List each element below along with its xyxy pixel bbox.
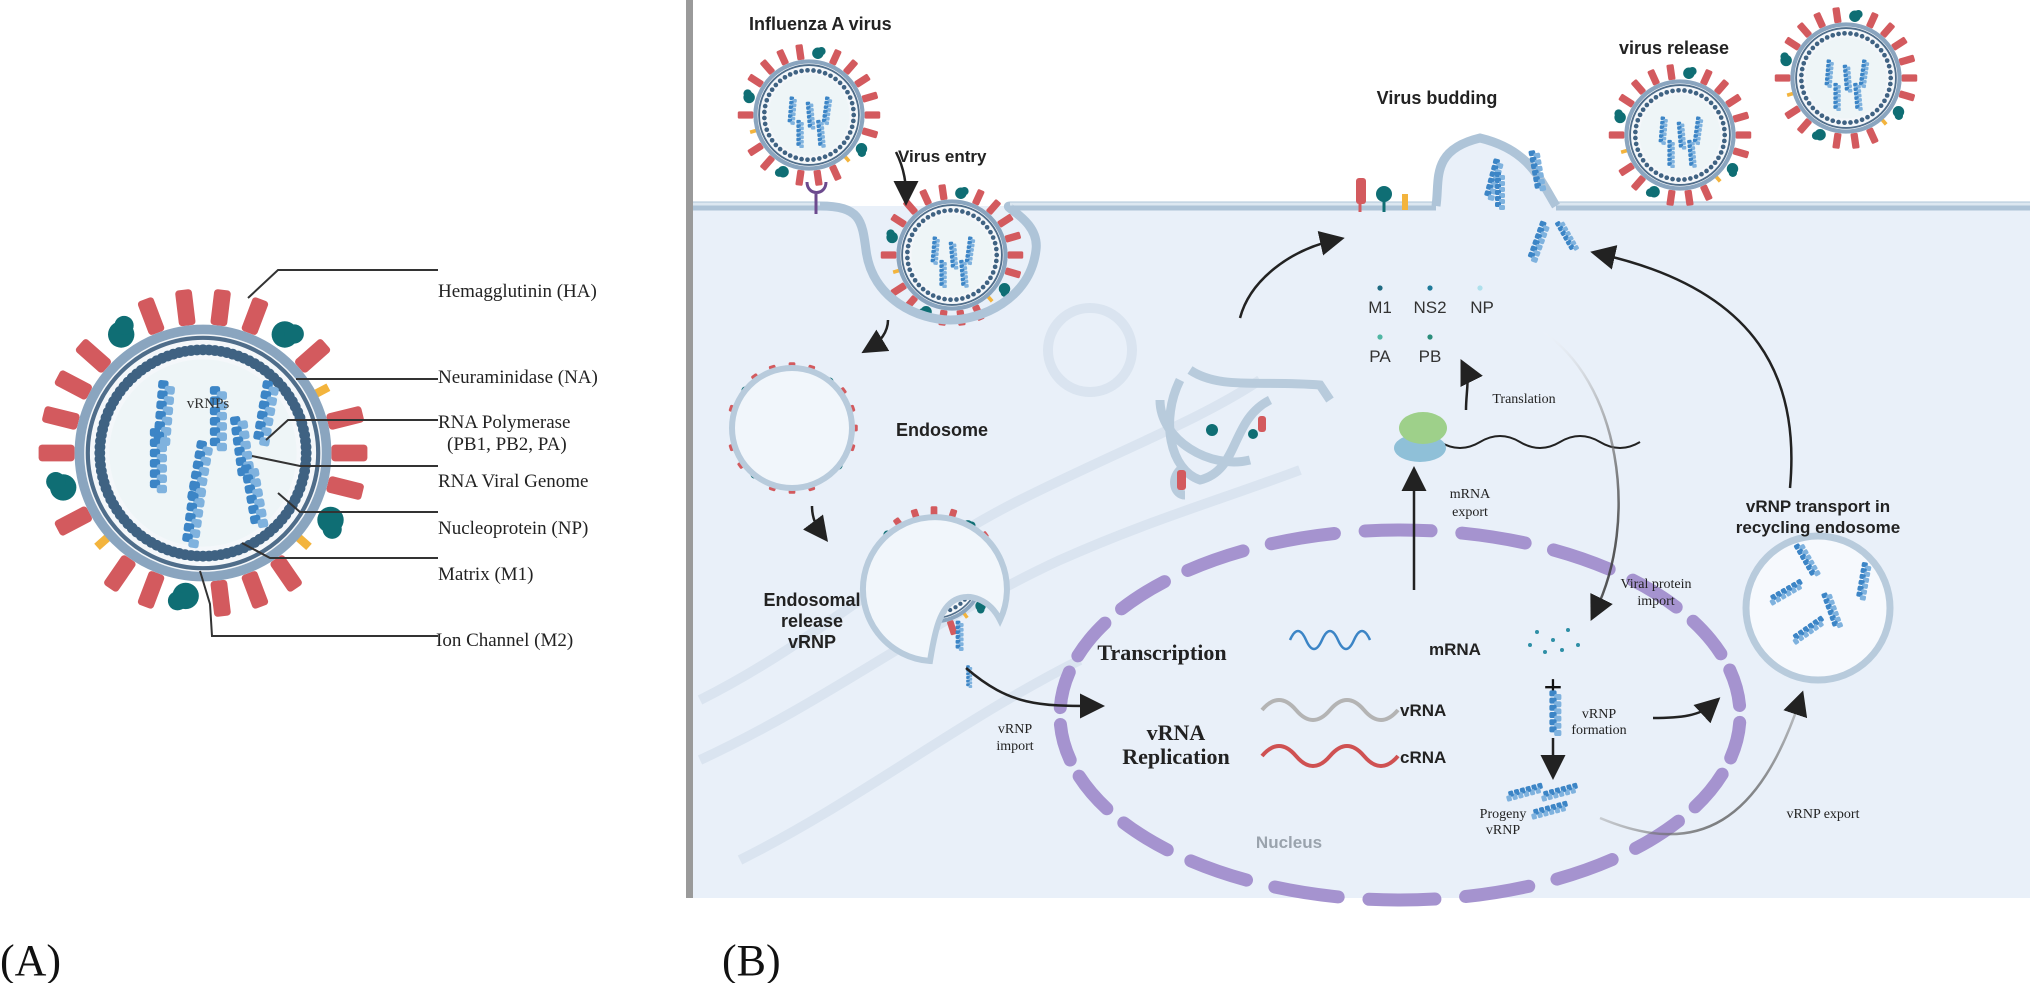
leader-lines (199, 269, 438, 637)
viral-protein-import-1: Viral protein (1620, 577, 1691, 592)
virion-released-2 (1774, 7, 1918, 149)
translation-label: Translation (1492, 392, 1555, 407)
caption-a: (A) (0, 936, 61, 983)
m2-channel (1402, 194, 1408, 210)
endosome-2 (859, 514, 1010, 665)
crna-label: cRNA (1400, 748, 1446, 767)
entry-pit (819, 201, 1041, 325)
influenza-label: Influenza A virus (749, 14, 892, 34)
virion-free (737, 44, 881, 186)
label-ion-channel: Ion Channel (M2) (436, 630, 573, 651)
mrna-export-1: mRNA (1450, 487, 1491, 502)
vrnp-glyphs (955, 150, 1872, 820)
virus-release-label: virus release (1619, 38, 1729, 58)
endosomal-release-1: Endosomal (763, 590, 860, 610)
ribosome (1394, 412, 1641, 462)
pathway-arrows (803, 151, 1793, 780)
background-er (697, 303, 1302, 865)
virion-diagram (38, 289, 368, 617)
label-neuraminidase: Neuraminidase (NA) (438, 367, 598, 388)
recycling-endosome (1742, 532, 1894, 684)
assembly-proteins (1528, 628, 1580, 654)
receptor (805, 181, 828, 194)
label-polymerase-subunits: (PB1, PB2, PA) (447, 434, 567, 455)
na-spike (1376, 186, 1392, 202)
protein-pa: PA (1369, 347, 1391, 366)
endosome-1 (729, 365, 855, 491)
viral-protein-import-2: import (1637, 594, 1674, 609)
vrnps-label: vRNPs (187, 396, 230, 412)
endosomal-release-3: vRNP (788, 632, 836, 652)
protein-m1: M1 (1368, 298, 1392, 317)
virion-released-1 (1608, 64, 1752, 206)
virus-budding-label: Virus budding (1377, 88, 1498, 108)
vrna-replication-1: vRNA (1147, 720, 1206, 745)
rna-strands (1260, 629, 1400, 768)
progeny-vrnp-2: vRNP (1486, 823, 1520, 838)
crna-strand (1260, 744, 1400, 768)
panel-a-virion: vRNPs Hemagglutinin (HA) Neuraminidase (… (0, 269, 598, 983)
vrnp-transport-1: vRNP transport in (1746, 497, 1890, 516)
vrnp-import-1: vRNP (998, 722, 1032, 737)
vrna-replication-2: Replication (1122, 744, 1230, 769)
ha-spike (1356, 178, 1366, 204)
panel-divider (686, 0, 693, 898)
vrnp-export-arrow (1599, 690, 1808, 836)
label-hemagglutinin: Hemagglutinin (HA) (438, 281, 597, 302)
mrna-export-2: export (1452, 505, 1488, 520)
label-nucleoprotein: Nucleoprotein (NP) (438, 518, 588, 539)
virus-entry-label: Virus entry (898, 147, 987, 166)
vrnp-export-label: vRNP export (1787, 807, 1860, 822)
transcription-label: Transcription (1097, 640, 1226, 665)
nucleus-envelope (1053, 523, 1747, 907)
vrna-label: vRNA (1400, 701, 1446, 720)
label-rna-viral-genome: RNA Viral Genome (438, 471, 589, 492)
vrna-strand (1260, 698, 1400, 722)
vrnp-import-2: import (996, 739, 1033, 754)
vrnp-transport-2: recycling endosome (1736, 518, 1900, 537)
caption-b: (B) (722, 936, 781, 983)
protein-import-arrow (1539, 328, 1620, 621)
protein-np: NP (1470, 298, 1494, 317)
vrnp-formation-2: formation (1571, 723, 1626, 738)
nucleus-label: Nucleus (1256, 833, 1322, 852)
vrnp-formation-1: vRNP (1582, 707, 1616, 722)
endosome-label: Endosome (896, 420, 988, 440)
protein-dots (1377, 285, 1483, 340)
endosomal-release-2: release (781, 611, 843, 631)
protein-ns2: NS2 (1413, 298, 1446, 317)
panel-b-lifecycle: M1 NS2 NP PA PB + (686, 0, 2030, 983)
virion-entering (880, 184, 1024, 326)
label-rna-polymerase: RNA Polymerase (438, 412, 570, 433)
protein-pb: PB (1419, 347, 1442, 366)
virion-structure (38, 289, 368, 617)
progeny-vrnp-1: Progeny (1480, 807, 1527, 822)
label-matrix: Matrix (M1) (438, 564, 534, 585)
mrna-label: mRNA (1429, 640, 1481, 659)
